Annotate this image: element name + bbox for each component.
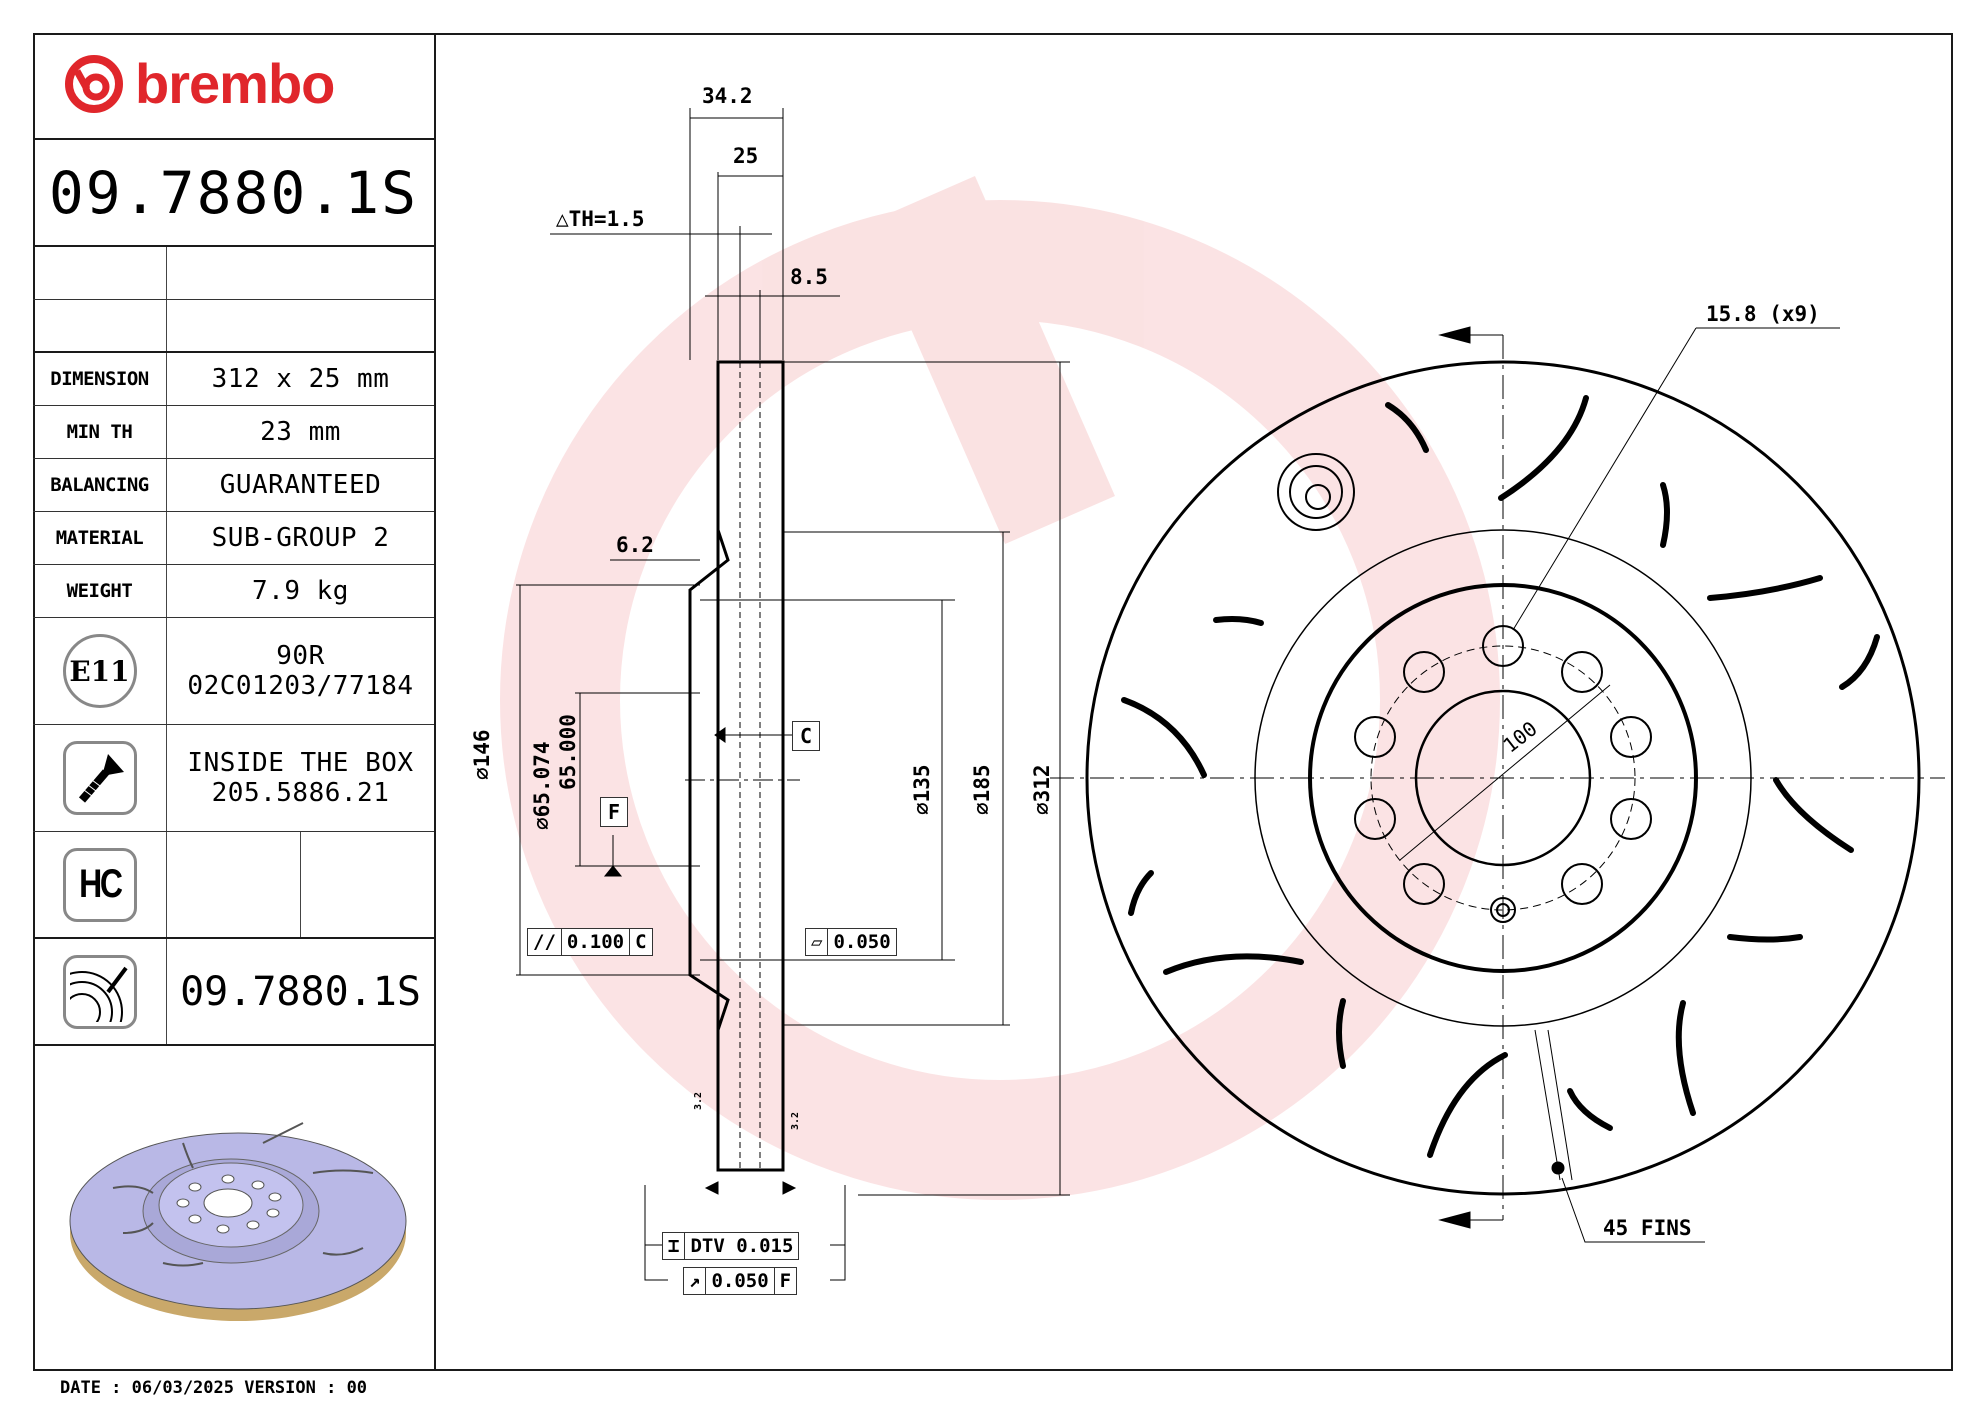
spec-value: SUB-GROUP 2 bbox=[211, 523, 390, 553]
blank-row-2 bbox=[33, 300, 434, 353]
spec-label: MATERIAL bbox=[55, 527, 144, 549]
bolt-hole-callout: 15.8 (x9) bbox=[1706, 302, 1820, 326]
homologation-line2: 02C01203/77184 bbox=[187, 671, 414, 701]
spec-value: GUARANTEED bbox=[219, 470, 382, 500]
logo-row: brembo bbox=[33, 33, 434, 140]
dim-delta-th: △TH=1.5 bbox=[556, 207, 645, 231]
spec-row-weight: WEIGHT 7.9 kg bbox=[33, 565, 434, 618]
tolerance-parallelism: // 0.100 C bbox=[527, 928, 653, 956]
screw-line1: INSIDE THE BOX bbox=[187, 748, 414, 778]
spec-row-balancing: BALANCING GUARANTEED bbox=[33, 459, 434, 512]
screw-line2: 205.5886.21 bbox=[211, 778, 390, 808]
dim-thickness: 25 bbox=[733, 144, 759, 168]
spec-label: WEIGHT bbox=[66, 580, 133, 602]
hc-row: HC bbox=[33, 832, 434, 939]
spec-value: 7.9 kg bbox=[252, 576, 349, 606]
tolerance-runout: ↗ 0.050 F bbox=[683, 1267, 798, 1295]
marking-row: 09.7880.1S bbox=[33, 939, 434, 1046]
date-version: DATE : 06/03/2025 VERSION : 00 bbox=[60, 1378, 368, 1398]
title-block: brembo 09.7880.1S DIMENSION 312 x 25 mm … bbox=[33, 33, 436, 1371]
brembo-logo-icon bbox=[65, 54, 123, 113]
marking-part-number: 09.7880.1S bbox=[180, 968, 421, 1015]
datum-f: F bbox=[600, 797, 628, 827]
spec-label: BALANCING bbox=[50, 474, 149, 496]
brand-name: brembo bbox=[135, 52, 335, 115]
spec-label: MIN TH bbox=[66, 421, 133, 443]
screw-icon bbox=[62, 741, 137, 815]
dim-hat-offset: 6.2 bbox=[616, 533, 654, 557]
dim-d65-lower: 65.000 bbox=[556, 714, 580, 790]
dim-d65-upper: ⌀65.074 bbox=[530, 741, 554, 830]
screw-row: INSIDE THE BOX 205.5886.21 bbox=[33, 725, 434, 832]
roughness-left: 3.2 bbox=[693, 1091, 704, 1110]
blank-row-1 bbox=[33, 247, 434, 300]
tolerance-flatness: ▱ 0.050 bbox=[805, 928, 897, 956]
fins-callout: 45 FINS bbox=[1603, 1216, 1692, 1240]
spec-value: 23 mm bbox=[260, 417, 341, 447]
e11-icon: E11 bbox=[62, 634, 137, 708]
datum-c: C bbox=[792, 721, 820, 751]
dim-vane: 8.5 bbox=[790, 265, 828, 289]
tolerance-dtv: ⌶ DTV 0.015 bbox=[662, 1232, 800, 1260]
dim-d312: ⌀312 bbox=[1030, 764, 1054, 815]
drawing-frame bbox=[33, 33, 1953, 1371]
dim-overall-width: 34.2 bbox=[702, 84, 753, 108]
roughness-right: 3.2 bbox=[790, 1111, 801, 1130]
homologation-line1: 90R bbox=[276, 641, 325, 671]
spec-row-material: MATERIAL SUB-GROUP 2 bbox=[33, 512, 434, 565]
spec-row-min-th: MIN TH 23 mm bbox=[33, 406, 434, 459]
homologation-row: E11 90R 02C01203/77184 bbox=[33, 618, 434, 725]
dim-d185: ⌀185 bbox=[970, 764, 994, 815]
spec-label: DIMENSION bbox=[50, 368, 149, 390]
spec-row-dimension: DIMENSION 312 x 25 mm bbox=[33, 353, 434, 406]
disc-3d-render bbox=[69, 1122, 407, 1321]
part-number: 09.7880.1S bbox=[48, 158, 419, 227]
dim-d135: ⌀135 bbox=[910, 764, 934, 815]
spec-value: 312 x 25 mm bbox=[211, 364, 390, 394]
dim-d146: ⌀146 bbox=[470, 729, 494, 780]
disc-marking-icon bbox=[62, 954, 137, 1029]
part-number-row: 09.7880.1S bbox=[33, 140, 434, 247]
hc-icon: HC bbox=[62, 847, 137, 922]
